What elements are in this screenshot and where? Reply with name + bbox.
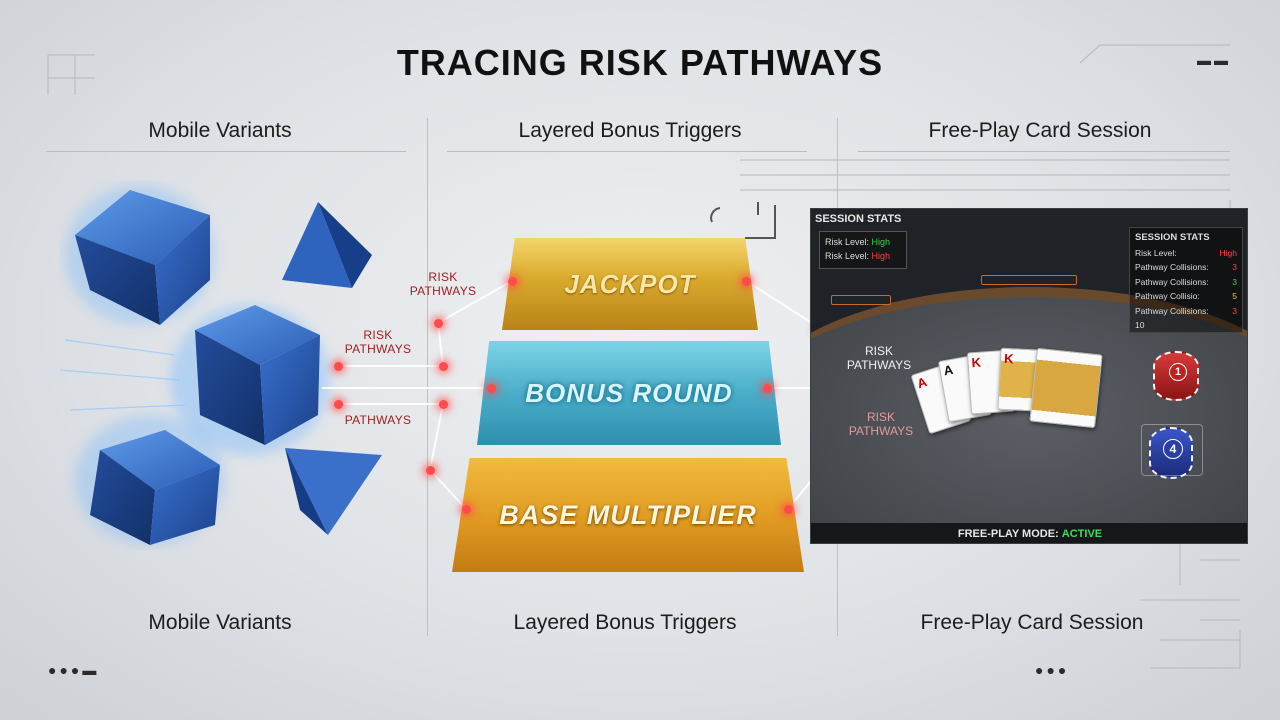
stat-value: 5 [1232, 291, 1237, 301]
risk-pathways-label: RISK PATHWAYS [848, 410, 914, 438]
divider [447, 151, 807, 152]
tier-bonus-round-label: BONUS ROUND [525, 377, 733, 408]
pyramid-icon [282, 202, 372, 288]
divider [46, 151, 406, 152]
dots-decoration: ●●●▬ [48, 662, 100, 678]
column-title-bonus: Layered Bonus Triggers [518, 119, 742, 142]
stat-label: Pathway Collisions: [1135, 276, 1209, 287]
stat-value: 3 [1232, 305, 1237, 316]
mode-label: FREE-PLAY MODE: [957, 528, 1059, 540]
chip-icon: 4 [1149, 427, 1193, 479]
panel-title: SESSION STATS [1135, 232, 1210, 243]
connector-node [334, 400, 343, 409]
connector-node [334, 362, 343, 371]
column-title-mobile: Mobile Variants [148, 119, 292, 142]
risk-level-box: Risk Level: High Risk Level: High [819, 231, 907, 269]
free-play-mode-status: FREE-PLAY MODE: ACTIVE [811, 523, 1247, 543]
connector-node [487, 384, 496, 393]
connector-node [426, 466, 435, 475]
connector-node [742, 277, 751, 286]
stat-label: Risk Level: [825, 251, 870, 261]
pyramid-icon [285, 448, 382, 535]
stat-label: Pathway Collisio: [1135, 291, 1200, 301]
stat-label: Pathway Collisions: [1135, 305, 1209, 316]
mode-status: ACTIVE [1061, 528, 1103, 540]
connector-node [763, 384, 772, 393]
column-separator [427, 118, 428, 636]
dots-decoration: ●●● [1035, 662, 1070, 678]
stat-label: Risk Level: [1135, 247, 1177, 258]
poker-table [811, 287, 1247, 543]
table-slot [831, 295, 891, 305]
title-decoration: ▬▬ [1197, 52, 1231, 68]
risk-pathways-label: RISK PATHWAYS [344, 328, 412, 356]
tier-base-multiplier-label: BASE MULTIPLIER [499, 499, 757, 530]
stat-value: High [871, 237, 891, 247]
risk-pathways-label: RISK PATHWAYS [409, 270, 477, 298]
card-rank: A [942, 361, 955, 379]
cube-icon [65, 185, 215, 325]
chip-holder [1141, 424, 1203, 476]
chip-icon: 1 [1153, 351, 1199, 401]
page-title: TRACING RISK PATHWAYS [396, 42, 884, 83]
session-stats-panel: SESSION STATS Risk Level: High Pathway Co… [1129, 227, 1243, 333]
cube-icon [75, 415, 225, 545]
column-footer-bonus: Layered Bonus Triggers [513, 611, 737, 634]
stat-value: 3 [1232, 276, 1237, 287]
column-title-freeplay: Free-Play Card Session [928, 119, 1152, 142]
divider [858, 151, 1230, 152]
chip-value: 1 [1169, 363, 1187, 381]
mobile-variants-graphic [60, 185, 382, 545]
free-play-card-session-screen: SESSION STATS Risk Level: High Risk Leve… [810, 208, 1248, 544]
risk-pathways-label: RISK PATHWAYS [846, 344, 912, 372]
card-icon [1029, 347, 1103, 429]
tier-jackpot: JACKPOT [502, 238, 758, 330]
card-rank: K [971, 354, 982, 371]
session-stats-header: SESSION STATS [815, 213, 902, 225]
tier-jackpot-label: JACKPOT [564, 268, 696, 299]
stat-value: 3 [1232, 262, 1237, 272]
stat-value: High [1219, 247, 1237, 258]
tier-bonus-round: BONUS ROUND [477, 341, 781, 445]
cube-icon [170, 305, 330, 455]
connector-node [434, 319, 443, 328]
connector-node [439, 362, 448, 371]
pathways-label: PATHWAYS [344, 413, 412, 427]
connector-node [784, 505, 793, 514]
stat-label: 10 [1135, 320, 1145, 330]
table-slot [981, 275, 1077, 285]
card-rank: K [1003, 350, 1014, 367]
chip-value: 4 [1163, 439, 1183, 459]
tier-base-multiplier: BASE MULTIPLIER [452, 458, 804, 572]
connector-node [462, 505, 471, 514]
card-rank: A [915, 374, 929, 392]
stat-value: High [871, 251, 891, 261]
connector-node [439, 400, 448, 409]
connector-node [508, 277, 517, 286]
column-footer-freeplay: Free-Play Card Session [920, 611, 1144, 634]
column-footer-mobile: Mobile Variants [148, 611, 292, 634]
stat-label: Pathway Collisions: [1135, 262, 1209, 272]
stat-label: Risk Level: [825, 237, 870, 247]
